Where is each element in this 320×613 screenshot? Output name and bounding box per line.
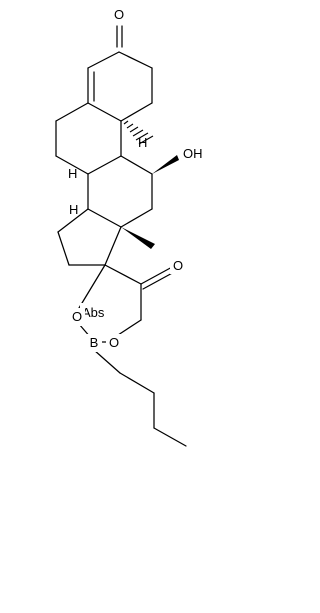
c10-methyl-hashed — [123, 120, 154, 145]
bond-b-c1 — [93, 349, 121, 374]
bond-butyl-1 — [119, 372, 155, 394]
bond-c15-c16 — [57, 231, 70, 266]
ring-a — [87, 25, 153, 122]
ring-c — [87, 155, 153, 228]
h-label-c14: H — [69, 202, 78, 217]
bond-c17-c20 — [104, 264, 142, 285]
bond-c5-c6 — [55, 102, 89, 122]
bond-c17-c13 — [104, 226, 122, 266]
ring-oxygen-left-label: O — [72, 309, 82, 324]
bond-c3-c2 — [118, 51, 153, 69]
bond-c20-o-double-a — [140, 265, 175, 285]
ring-oxygen-right-label: O — [109, 335, 119, 350]
bond-c12-c13 — [120, 208, 153, 228]
bond-c5-c10 — [87, 102, 122, 122]
ketone-oxygen-label: O — [114, 7, 124, 22]
h-label-c9: H — [68, 166, 77, 181]
bond-butyl-3 — [153, 427, 187, 447]
bond-c13-c14 — [87, 208, 122, 228]
abs-stereo-label: Abs — [82, 305, 105, 320]
ring-b — [55, 102, 122, 175]
lower-ketone-oxygen-label: O — [173, 258, 183, 273]
steroid-boronate-structure: O OH H H H O Abs O O B — [55, 4, 211, 447]
bond-c3-c4 — [87, 51, 120, 69]
bond-c8-c9 — [87, 155, 122, 175]
bond-c17-o — [78, 264, 106, 309]
bond-c9-c11 — [120, 155, 153, 175]
atom-labels: O OH H H H O Abs O O B — [68, 4, 211, 352]
bond-c14-c15 — [57, 208, 89, 233]
c11-oh-wedge — [152, 155, 179, 174]
bond-c7-c8 — [55, 155, 89, 175]
c13-methyl-wedge — [121, 227, 155, 249]
ring-d — [57, 208, 122, 266]
boron-label: B — [90, 335, 99, 350]
hydroxyl-label: OH — [183, 146, 203, 161]
bond-c1-c10 — [120, 102, 153, 122]
side-chain — [78, 264, 187, 447]
h-label-b8: H — [138, 135, 147, 150]
